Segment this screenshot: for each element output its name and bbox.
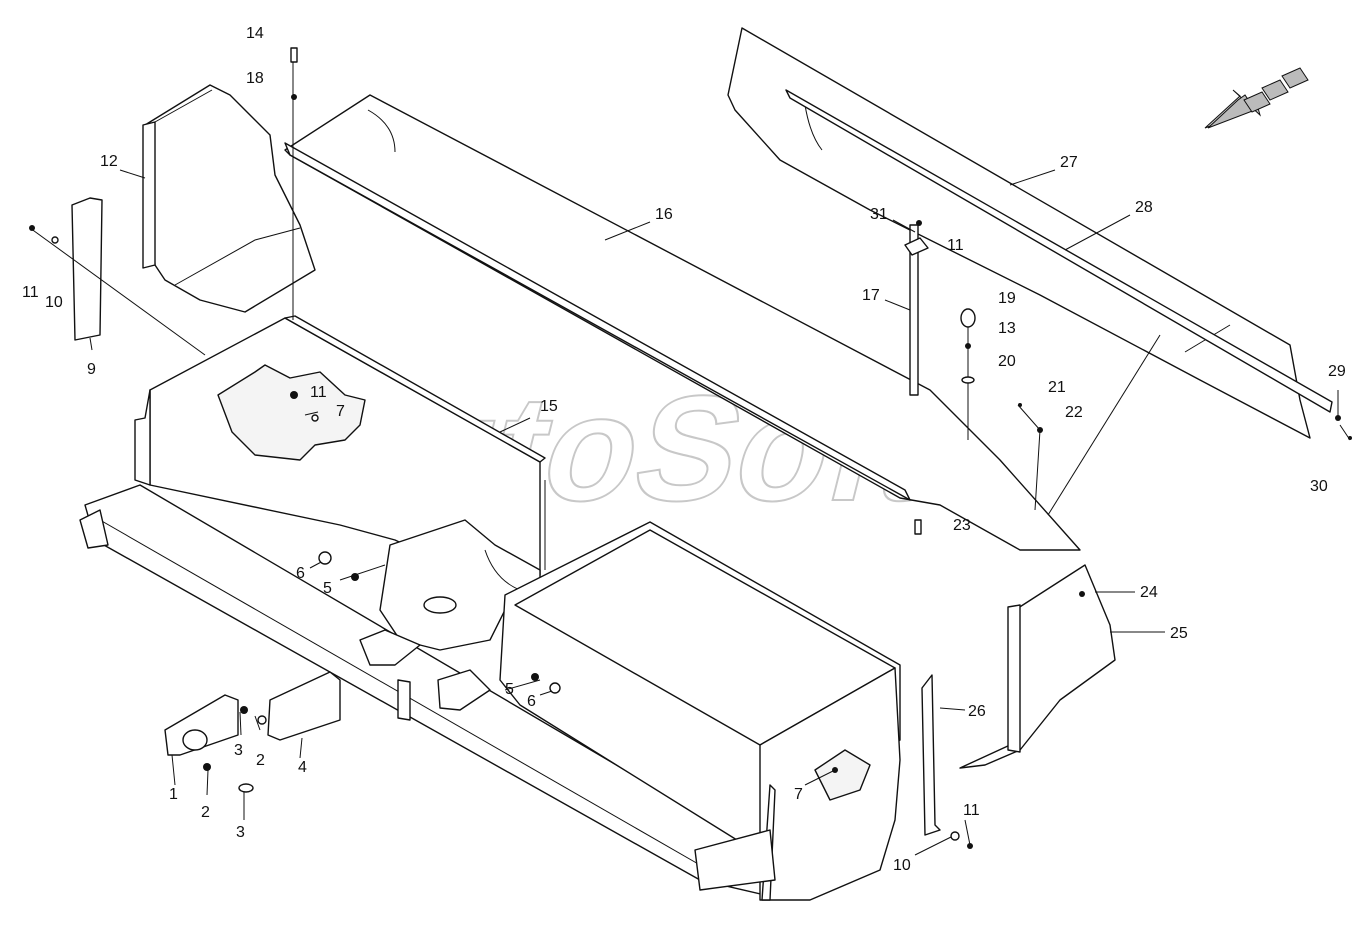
callout-6: 6 (296, 565, 305, 582)
callout-2: 2 (201, 804, 210, 821)
part-25-right-panel (959, 564, 1116, 769)
part-12-left-panel (142, 84, 316, 313)
callout-4: 4 (298, 759, 307, 776)
part-28-strip (785, 89, 1333, 413)
callout-6: 6 (527, 693, 536, 710)
callout-21: 21 (1048, 379, 1066, 396)
center-bracket (379, 519, 541, 651)
callout-15: 15 (540, 398, 558, 415)
callout-11: 11 (947, 237, 964, 254)
callout-20: 20 (998, 353, 1016, 370)
callout-10: 10 (45, 294, 63, 311)
callout-9: 9 (87, 361, 96, 378)
callout-27: 27 (1060, 154, 1078, 171)
fasteners (29, 47, 1352, 849)
callout-26: 26 (968, 703, 986, 720)
callout-10: 10 (893, 857, 911, 874)
callout-31: 31 (870, 206, 888, 223)
callout-18: 18 (246, 70, 264, 87)
callout-25: 25 (1170, 625, 1188, 642)
callout-7: 7 (336, 403, 345, 420)
direction-arrow-icon (1204, 67, 1309, 129)
callout-5: 5 (505, 681, 514, 698)
callout-16: 16 (655, 206, 673, 223)
left-hopper-box (134, 315, 546, 591)
callout-11: 11 (22, 284, 39, 301)
callout-24: 24 (1140, 584, 1158, 601)
callout-7: 7 (794, 786, 803, 803)
right-hopper-box (499, 521, 901, 901)
mount-brackets (359, 629, 776, 891)
callout-14: 14 (246, 25, 264, 42)
callout-3: 3 (236, 824, 245, 841)
callout-28: 28 (1135, 199, 1153, 216)
callout-13: 13 (998, 320, 1016, 337)
part-4-plate (267, 671, 341, 741)
callout-22: 22 (1065, 404, 1083, 421)
callout-2: 2 (256, 752, 265, 769)
callout-19: 19 (998, 290, 1016, 307)
part-16-long-cover (284, 94, 1081, 551)
callout-29: 29 (1328, 363, 1346, 380)
callout-1: 1 (169, 786, 178, 803)
callout-5: 5 (323, 580, 332, 597)
callout-30: 30 (1310, 478, 1328, 495)
part-1-bearing-plate (164, 694, 239, 756)
callout-12: 12 (100, 153, 118, 170)
part-26-strip (921, 674, 941, 836)
callout-23: 23 (953, 517, 971, 534)
callout-17: 17 (862, 287, 880, 304)
callout-labels: 14 18 12 9 11 10 16 27 28 31 11 17 19 13… (22, 25, 1346, 874)
callout-11: 11 (963, 802, 980, 819)
callout-3: 3 (234, 742, 243, 759)
callout-11: 11 (310, 384, 327, 401)
